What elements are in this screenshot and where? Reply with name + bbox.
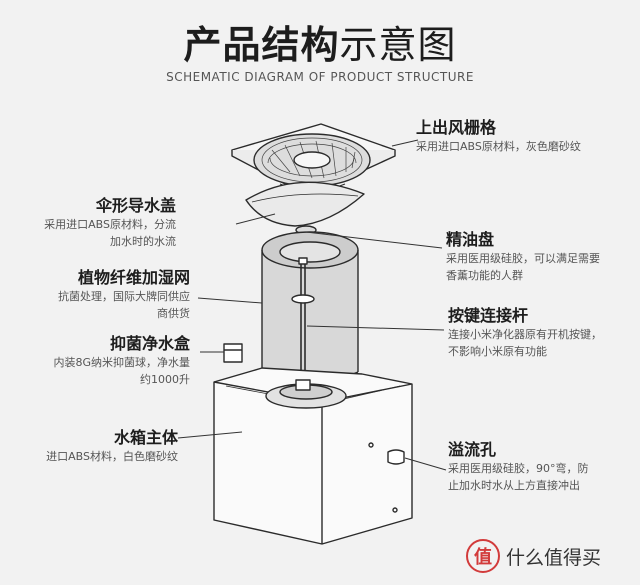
button-rod-title: 按键连接杆	[448, 306, 529, 325]
label-button-rod: 按键连接杆 连接小米净化器原有开机按键， 不影响小米原有功能	[448, 302, 602, 360]
label-top-grille: 上出风栅格 采用进口ABS原材料，灰色磨砂纹	[416, 114, 581, 155]
fiber-net-desc-2: 商供货	[157, 307, 190, 320]
page-subtitle: SCHEMATIC DIAGRAM OF PRODUCT STRUCTURE	[166, 70, 474, 84]
clean-box-desc-2: 约1000升	[140, 373, 190, 386]
fiber-net-desc-1: 抗菌处理，国际大牌同供应	[58, 290, 190, 303]
label-oil-tray: 精油盘 采用医用级硅胶，可以满足需要 香薰功能的人群	[446, 226, 600, 284]
umbrella-cover-desc-1: 采用进口ABS原材料，分流	[44, 218, 176, 231]
umbrella-cover-title: 伞形导水盖	[95, 196, 176, 215]
button-rod-desc-2: 不影响小米原有功能	[448, 345, 547, 358]
label-clean-box: 抑菌净水盒 内装8G纳米抑菌球，净水量 约1000升	[0, 330, 190, 388]
label-fiber-net: 植物纤维加湿网 抗菌处理，国际大牌同供应 商供货	[0, 264, 190, 322]
label-umbrella-cover: 伞形导水盖 采用进口ABS原材料，分流 加水时的水流	[0, 192, 176, 250]
overflow-hole-desc-2: 止加水时水从上方直接冲出	[448, 479, 580, 492]
tank-body-title: 水箱主体	[113, 428, 178, 447]
clean-box-drawing	[223, 343, 243, 363]
fiber-net-drawing	[261, 231, 359, 384]
watermark: 值 什么值得买	[466, 539, 636, 573]
umbrella-cover-desc-2: 加水时的水流	[110, 235, 176, 248]
oil-tray-desc-2: 香薰功能的人群	[446, 269, 523, 282]
fiber-net-title: 植物纤维加湿网	[77, 268, 190, 287]
tank-body-desc: 进口ABS材料，白色磨砂纹	[46, 450, 178, 463]
clean-box-title: 抑菌净水盒	[109, 334, 190, 353]
umbrella-cover-drawing	[245, 181, 365, 235]
watermark-badge-icon: 值	[466, 539, 500, 573]
button-rod-desc-1: 连接小米净化器原有开机按键，	[448, 328, 602, 341]
overflow-hole-title: 溢流孔	[448, 440, 497, 459]
clean-box-desc-1: 内装8G纳米抑菌球，净水量	[53, 356, 190, 369]
label-tank-body: 水箱主体 进口ABS材料，白色磨砂纹	[0, 424, 178, 465]
tank-body-drawing	[213, 367, 413, 545]
page-title: 产品结构示意图	[183, 23, 457, 67]
top-grille-desc: 采用进口ABS原材料，灰色磨砂纹	[416, 140, 581, 153]
top-grille-title: 上出风栅格	[416, 118, 497, 137]
label-overflow-hole: 溢流孔 采用医用级硅胶，90°弯，防 止加水时水从上方直接冲出	[448, 436, 589, 494]
overflow-hole-desc-1: 采用医用级硅胶，90°弯，防	[448, 462, 589, 475]
watermark-text: 什么值得买	[506, 546, 602, 569]
button-rod-drawing	[291, 257, 315, 385]
oil-tray-desc-1: 采用医用级硅胶，可以满足需要	[446, 252, 600, 265]
oil-tray-title: 精油盘	[446, 230, 495, 249]
